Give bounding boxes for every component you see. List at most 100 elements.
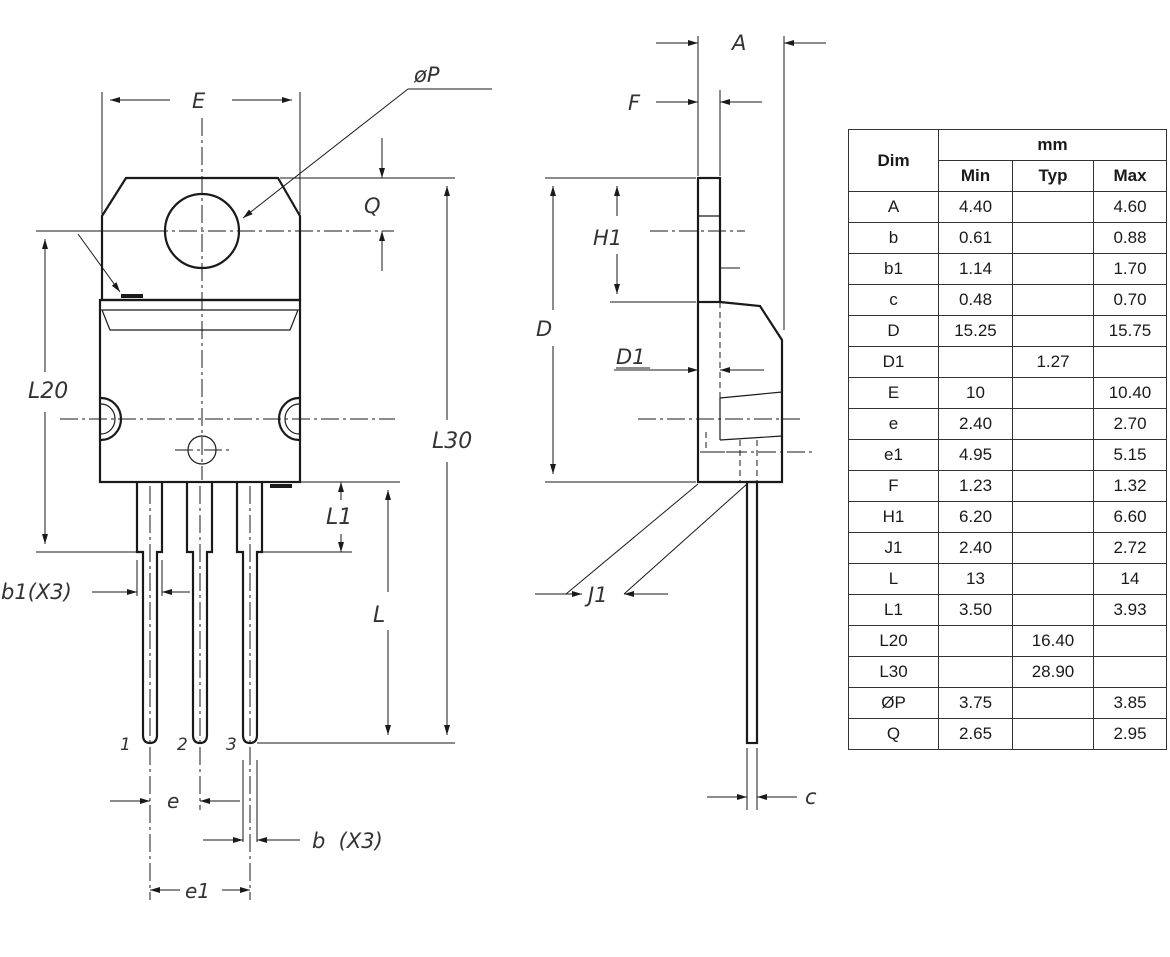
cell-typ: 1.27 xyxy=(1012,346,1094,378)
cell-typ xyxy=(1012,501,1094,533)
cell-max xyxy=(1093,625,1167,657)
cell-min xyxy=(938,346,1013,378)
cell-max: 1.70 xyxy=(1093,253,1167,285)
cell-max: 2.95 xyxy=(1093,718,1167,750)
body-outline xyxy=(98,298,302,484)
cell-max: 5.15 xyxy=(1093,439,1167,471)
cell-typ xyxy=(1012,377,1094,409)
cell-max: 2.72 xyxy=(1093,532,1167,564)
cell-dim: b1 xyxy=(848,253,939,285)
cell-typ xyxy=(1012,439,1094,471)
cell-dim: F xyxy=(848,470,939,502)
cell-typ xyxy=(1012,315,1094,347)
cell-dim: H1 xyxy=(848,501,939,533)
cell-max: 4.60 xyxy=(1093,191,1167,223)
cell-min: 6.20 xyxy=(938,501,1013,533)
side-view: A F H1 D D1 J1 c xyxy=(535,31,826,810)
label-Q: Q xyxy=(364,194,381,218)
cell-min: 0.61 xyxy=(938,222,1013,254)
cell-dim: e1 xyxy=(848,439,939,471)
cell-dim: A xyxy=(848,191,939,223)
cell-typ xyxy=(1012,284,1094,316)
unit-header: mm xyxy=(938,129,1167,161)
cell-dim: D1 xyxy=(848,346,939,378)
cell-max: 1.32 xyxy=(1093,470,1167,502)
dim-header: Dim xyxy=(848,129,939,192)
label-D1: D1 xyxy=(616,345,646,369)
body-bevel xyxy=(101,309,299,331)
label-b: b (X3) xyxy=(312,829,383,853)
front-view: E øP Q L20 L30 L1 L b1(X3) b (X3) e e1 1… xyxy=(1,63,492,903)
cell-dim: J1 xyxy=(848,532,939,564)
cell-max: 0.88 xyxy=(1093,222,1167,254)
cell-max: 15.75 xyxy=(1093,315,1167,347)
table-row: D1 1.27 xyxy=(848,346,1167,378)
cell-min: 2.40 xyxy=(938,408,1013,440)
label-c: c xyxy=(805,785,817,809)
cell-typ xyxy=(1012,470,1094,502)
side-tab xyxy=(696,176,722,304)
cell-typ xyxy=(1012,532,1094,564)
cell-min: 3.50 xyxy=(938,594,1013,626)
cell-dim: c xyxy=(848,284,939,316)
cell-typ xyxy=(1012,563,1094,595)
cell-min: 4.95 xyxy=(938,439,1013,471)
cell-min: 13 xyxy=(938,563,1013,595)
cell-dim: L20 xyxy=(848,625,939,657)
typ-header: Typ xyxy=(1012,160,1094,192)
cell-min: 0.48 xyxy=(938,284,1013,316)
cell-max: 3.85 xyxy=(1093,687,1167,719)
cell-dim: E xyxy=(848,377,939,409)
pin-2-label: 2 xyxy=(177,735,188,755)
cell-dim: ØP xyxy=(848,687,939,719)
cell-max: 3.93 xyxy=(1093,594,1167,626)
max-header: Max xyxy=(1093,160,1167,192)
label-L: L xyxy=(373,603,385,628)
cell-max xyxy=(1093,656,1167,688)
cell-typ xyxy=(1012,222,1094,254)
cell-min: 2.40 xyxy=(938,532,1013,564)
label-b1: b1(X3) xyxy=(1,580,72,604)
label-D: D xyxy=(536,317,552,341)
cell-min: 3.75 xyxy=(938,687,1013,719)
cell-min: 1.23 xyxy=(938,470,1013,502)
cell-max: 14 xyxy=(1093,563,1167,595)
pin-3-label: 3 xyxy=(226,735,237,755)
cell-dim: e xyxy=(848,408,939,440)
side-lead xyxy=(745,480,759,745)
label-H1: H1 xyxy=(593,226,622,250)
cell-typ xyxy=(1012,408,1094,440)
cell-typ xyxy=(1012,253,1094,285)
cell-min: 15.25 xyxy=(938,315,1013,347)
cell-dim: b xyxy=(848,222,939,254)
label-e: e xyxy=(167,789,179,813)
label-L1: L1 xyxy=(326,505,352,530)
cell-typ: 16.40 xyxy=(1012,625,1094,657)
label-P: øP xyxy=(413,63,440,87)
cell-typ xyxy=(1012,594,1094,626)
cell-min: 4.40 xyxy=(938,191,1013,223)
cell-min: 2.65 xyxy=(938,718,1013,750)
cell-max: 10.40 xyxy=(1093,377,1167,409)
cell-typ xyxy=(1012,191,1094,223)
cell-max: 0.70 xyxy=(1093,284,1167,316)
cell-typ xyxy=(1012,718,1094,750)
cell-min xyxy=(938,656,1013,688)
